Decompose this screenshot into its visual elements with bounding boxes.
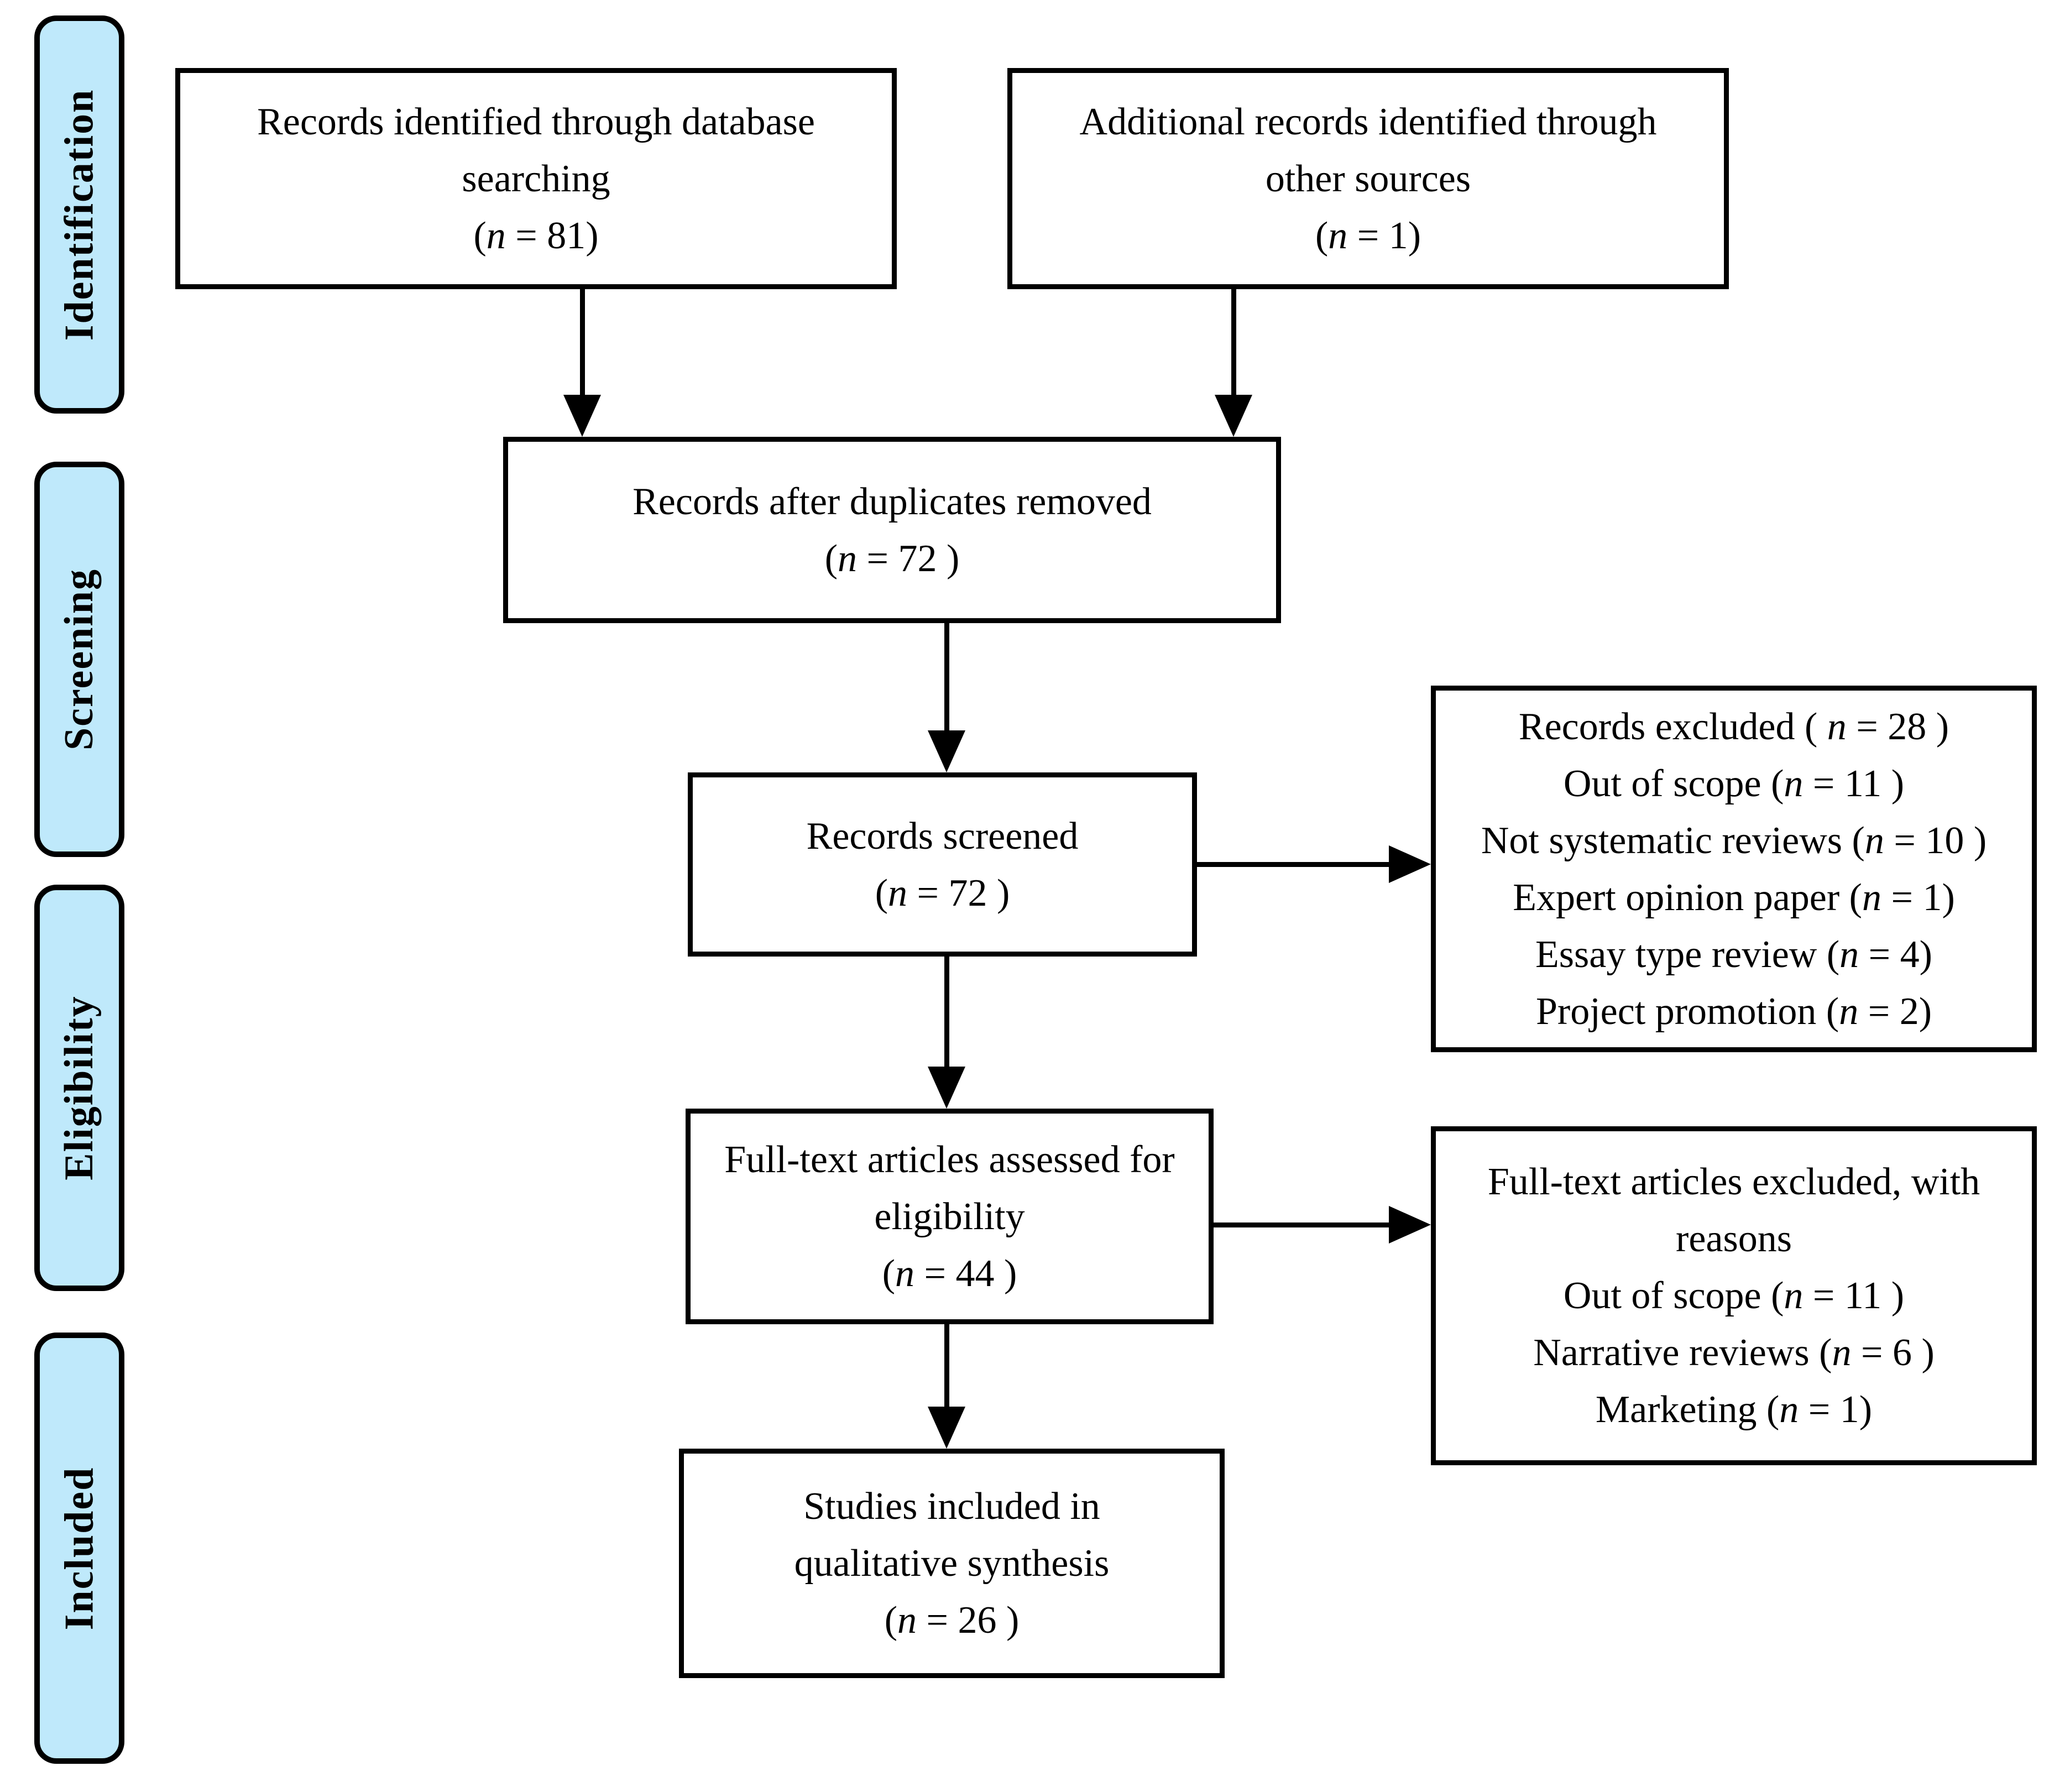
arrowhead-right-icon: [1389, 1206, 1431, 1244]
text-line: Records identified through database: [257, 100, 815, 143]
text-line: Records after duplicates removed: [632, 480, 1152, 523]
arrowhead-right-icon: [1389, 845, 1431, 883]
stage-screening: Screening: [34, 462, 124, 857]
box-text: Records excluded ( n = 28 ) Out of scope …: [1436, 698, 2032, 1040]
connector-line: [1214, 1222, 1392, 1227]
box-after-duplicates: Records after duplicates removed (n = 72 …: [503, 437, 1281, 623]
text-line: (n = 1): [1315, 214, 1421, 257]
text-line: Out of scope (n = 11 ): [1563, 1274, 1905, 1317]
text-line: Narrative reviews (n = 6 ): [1533, 1331, 1935, 1374]
arrowhead-down-icon: [563, 395, 601, 437]
box-records-excluded: Records excluded ( n = 28 ) Out of scope …: [1431, 686, 2037, 1052]
stage-eligibility: Eligibility: [34, 885, 124, 1291]
text-line: Additional records identified through: [1079, 100, 1657, 143]
text-line: (n = 72 ): [875, 871, 1010, 915]
text-line: reasons: [1676, 1218, 1792, 1260]
connector-line: [580, 289, 585, 398]
stage-label: Eligibility: [56, 995, 102, 1180]
connector-line: [1197, 862, 1392, 867]
box-fulltext-excluded: Full-text articles excluded, with reasons…: [1431, 1126, 2037, 1465]
text-line: Expert opinion paper (n = 1): [1513, 876, 1955, 919]
connector-line: [944, 623, 949, 734]
text-line: other sources: [1265, 157, 1471, 200]
stage-label: Identification: [56, 88, 102, 341]
text-line: Studies included in: [803, 1485, 1100, 1528]
box-text: Full-text articles assessed for eligibili…: [691, 1131, 1209, 1302]
text-line: eligibility: [874, 1195, 1025, 1238]
text-line: (n = 44 ): [882, 1252, 1017, 1295]
text-line: searching: [462, 157, 610, 200]
arrowhead-down-icon: [928, 730, 965, 772]
text-line: (n = 72 ): [824, 537, 960, 580]
text-line: Records screened: [806, 814, 1079, 858]
box-studies-included: Studies included in qualitative synthesis…: [679, 1449, 1225, 1678]
text-line: Full-text articles excluded, with: [1487, 1161, 1980, 1203]
stage-included: Included: [34, 1333, 124, 1764]
arrowhead-down-icon: [1215, 395, 1252, 437]
text-line: Project promotion (n = 2): [1535, 990, 1932, 1033]
connector-line: [944, 1324, 949, 1410]
box-text: Records identified through database searc…: [180, 93, 892, 264]
stage-label: Screening: [56, 568, 102, 751]
stage-identification: Identification: [34, 15, 124, 414]
text-line: Not systematic reviews (n = 10 ): [1481, 819, 1987, 862]
box-text: Full-text articles excluded, with reasons…: [1436, 1153, 2032, 1438]
text-line: Full-text articles assessed for: [724, 1138, 1175, 1181]
box-text: Studies included in qualitative synthesis…: [684, 1478, 1220, 1649]
stage-label: Included: [56, 1466, 102, 1630]
box-fulltext-assessed: Full-text articles assessed for eligibili…: [686, 1109, 1214, 1324]
text-line: (n = 26 ): [884, 1599, 1020, 1642]
text-line: Essay type review (n = 4): [1535, 933, 1932, 976]
box-text: Records screened (n = 72 ): [693, 808, 1192, 922]
box-records-screened: Records screened (n = 72 ): [688, 772, 1197, 957]
box-text: Records after duplicates removed (n = 72 …: [508, 473, 1276, 587]
box-text: Additional records identified through oth…: [1012, 93, 1724, 264]
connector-line: [1231, 289, 1236, 398]
text-line: Records excluded ( n = 28 ): [1518, 705, 1949, 748]
connector-line: [944, 957, 949, 1070]
box-records-identified: Records identified through database searc…: [175, 68, 897, 289]
box-additional-records: Additional records identified through oth…: [1007, 68, 1729, 289]
text-line: Out of scope (n = 11 ): [1563, 762, 1905, 805]
arrowhead-down-icon: [928, 1407, 965, 1449]
text-line: (n = 81): [473, 214, 599, 257]
arrowhead-down-icon: [928, 1067, 965, 1109]
text-line: qualitative synthesis: [794, 1542, 1110, 1585]
text-line: Marketing (n = 1): [1595, 1388, 1873, 1431]
